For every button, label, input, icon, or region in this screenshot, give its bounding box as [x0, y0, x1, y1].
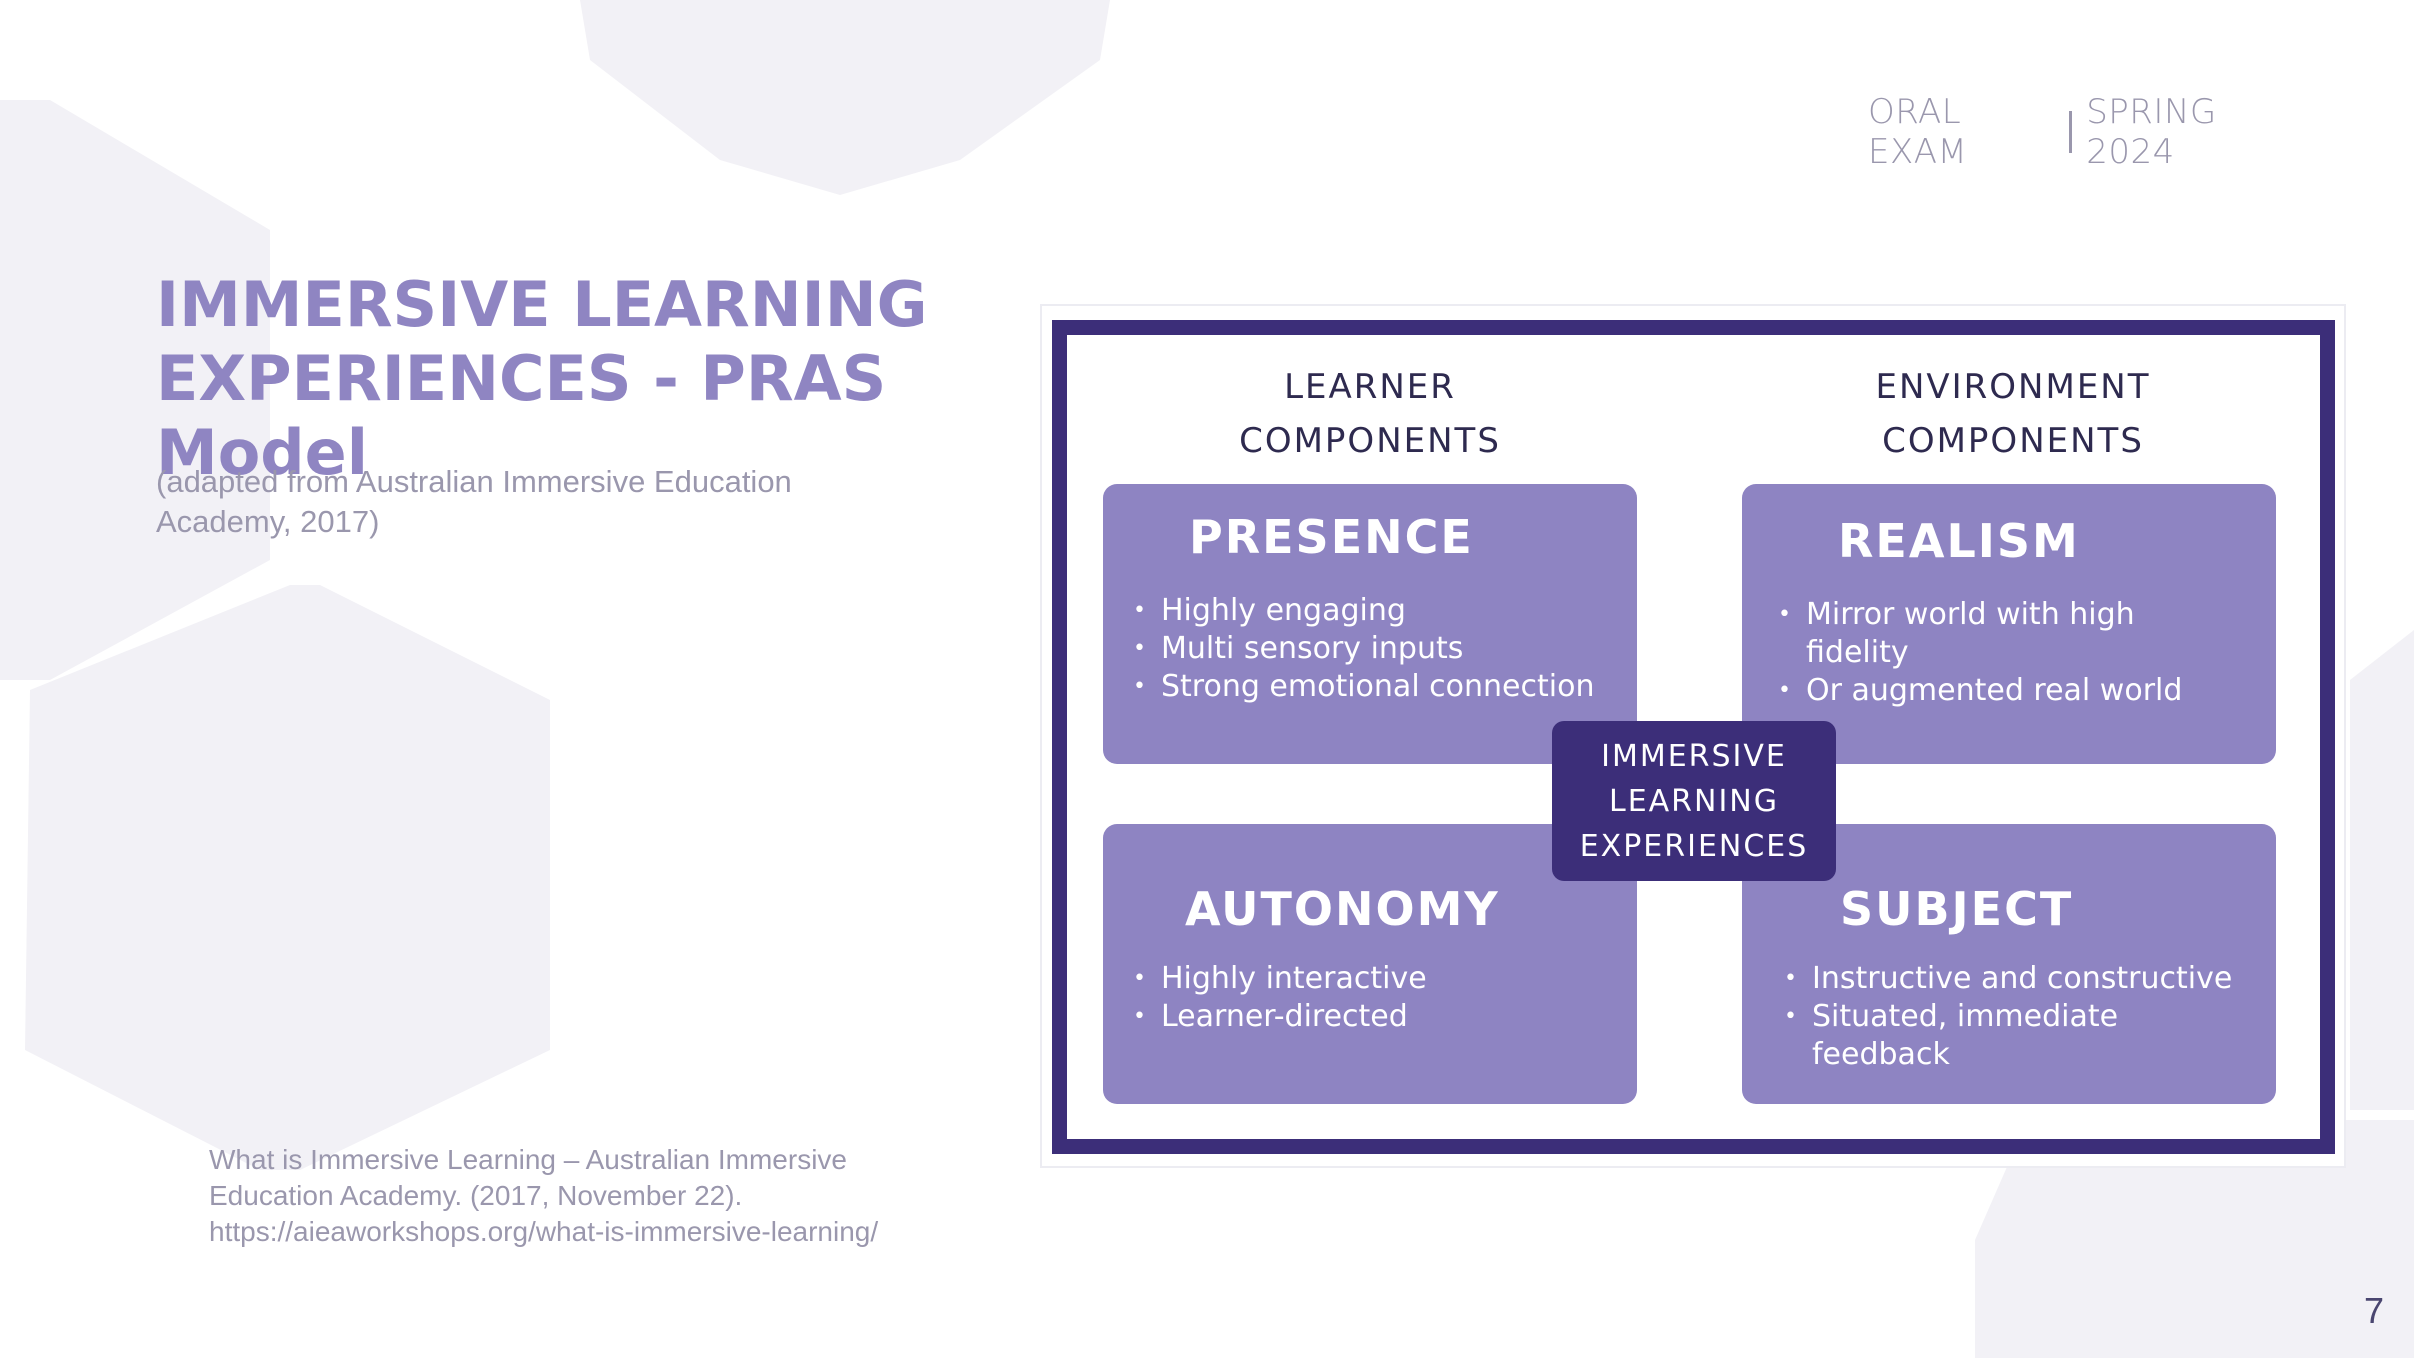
autonomy-quadrant: AUTONOMY •Highly interactive •Learner-di… — [1103, 824, 1637, 1104]
slide-title: IMMERSIVE LEARNING EXPERIENCES - PRAS Mo… — [156, 268, 1016, 490]
slide-title-line-2: EXPERIENCES - PRAS Model — [156, 342, 887, 489]
hexagon-right-middle — [2350, 630, 2414, 1110]
citation-line-2: Education Academy. (2017, November 22). — [209, 1180, 743, 1211]
autonomy-list: •Highly interactive •Learner-directed — [1133, 960, 1427, 1036]
center-line-3: EXPERIENCES — [1579, 828, 1809, 864]
list-item: fidelity — [1806, 635, 1909, 670]
presence-title: PRESENCE — [1189, 510, 1474, 564]
subtitle-line-1: (adapted from Australian Immersive Educa… — [156, 464, 792, 499]
slide-title-line-1: IMMERSIVE LEARNING — [156, 268, 928, 341]
list-item: •Learner-directed — [1133, 999, 1408, 1034]
list-item: •Instructive and constructive — [1784, 961, 2233, 996]
citation: What is Immersive Learning – Australian … — [209, 1142, 969, 1250]
hexagon-bottom-right — [1975, 1120, 2414, 1358]
realism-list: •Mirror world with high fidelity •Or aug… — [1778, 596, 2182, 710]
environment-heading-line-2: COMPONENTS — [1882, 421, 2144, 461]
subtitle-line-2: Academy, 2017) — [156, 504, 380, 539]
center-line-1: IMMERSIVE — [1601, 738, 1787, 774]
citation-url: https://aieaworkshops.org/what-is-immers… — [209, 1216, 879, 1247]
header-exam-label: ORAL EXAM — [1868, 92, 1968, 172]
citation-line-1: What is Immersive Learning – Australian … — [209, 1144, 847, 1175]
list-item: •Mirror world with high — [1778, 597, 2135, 632]
learner-heading-line-2: COMPONENTS — [1239, 421, 1501, 461]
learner-components-heading: LEARNER COMPONENTS — [1130, 360, 1610, 468]
slide-header: ORAL EXAM SPRING 2024 — [1868, 92, 2298, 172]
list-item: •Situated, immediate — [1784, 999, 2119, 1034]
header-separator — [2069, 111, 2073, 153]
page-number: 7 — [2364, 1290, 2385, 1331]
environment-heading-line-1: ENVIRONMENT — [1875, 367, 2151, 407]
hexagon-left-upper — [0, 100, 270, 680]
environment-components-heading: ENVIRONMENT COMPONENTS — [1773, 360, 2253, 468]
list-item: •Highly interactive — [1133, 961, 1427, 996]
hexagon-top — [580, 0, 1110, 195]
center-line-2: LEARNING — [1608, 783, 1779, 819]
list-item: •Or augmented real world — [1778, 673, 2183, 708]
presence-quadrant: PRESENCE •Highly engaging •Multi sensory… — [1103, 484, 1637, 764]
immersive-learning-experiences-label: IMMERSIVE LEARNING EXPERIENCES — [1552, 721, 1836, 881]
list-item: •Multi sensory inputs — [1133, 631, 1464, 666]
presence-list: •Highly engaging •Multi sensory inputs •… — [1133, 592, 1594, 706]
slide-subtitle: (adapted from Australian Immersive Educa… — [156, 462, 856, 542]
learner-heading-line-1: LEARNER — [1284, 367, 1456, 407]
hexagon-left-lower — [25, 585, 550, 1170]
list-item: feedback — [1812, 1037, 1950, 1072]
subject-list: •Instructive and constructive •Situated,… — [1784, 960, 2232, 1074]
list-item: •Highly engaging — [1133, 593, 1406, 628]
realism-quadrant: REALISM •Mirror world with high fidelity… — [1742, 484, 2276, 764]
subject-title: SUBJECT — [1840, 882, 2074, 936]
realism-title: REALISM — [1838, 514, 2080, 568]
header-term-label: SPRING 2024 — [2086, 92, 2217, 172]
list-item: •Strong emotional connection — [1133, 669, 1595, 704]
autonomy-title: AUTONOMY — [1185, 882, 1500, 936]
